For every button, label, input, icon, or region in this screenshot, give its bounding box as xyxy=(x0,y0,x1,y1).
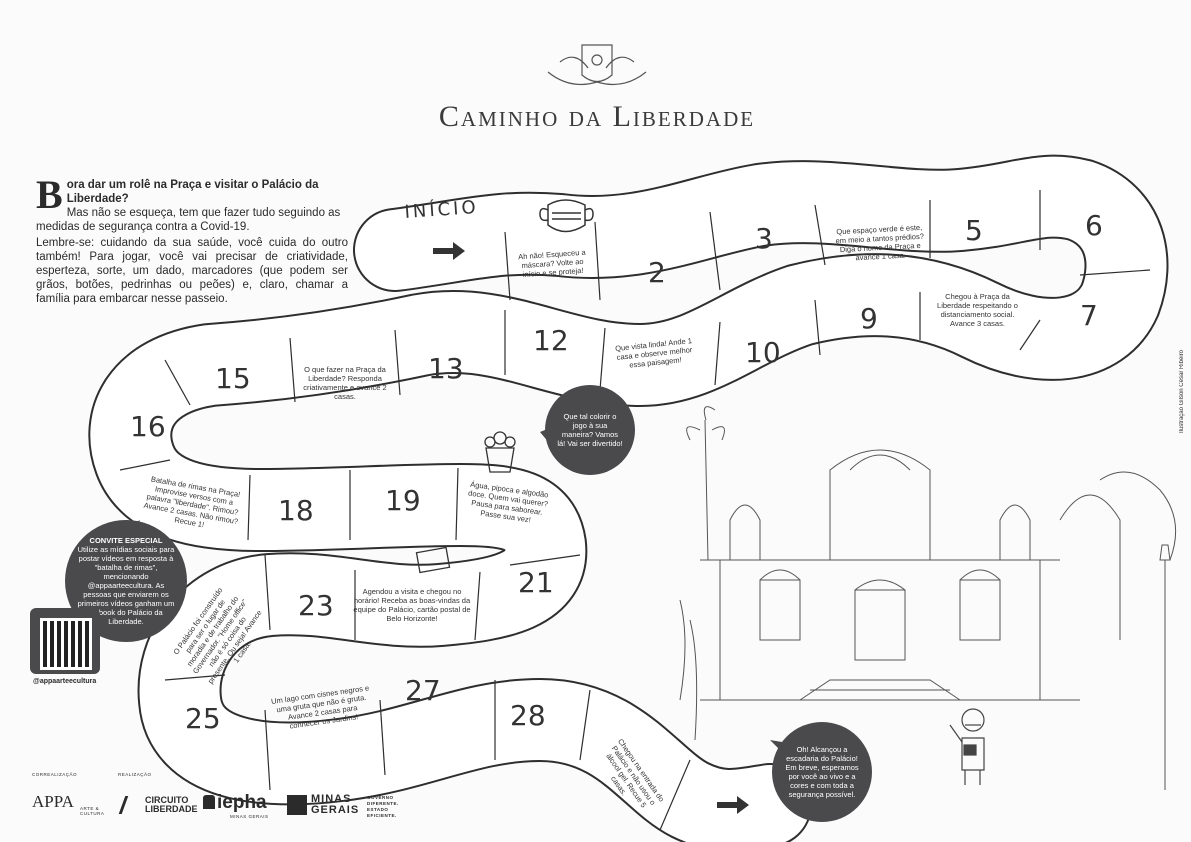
card-distancing: Chegou à Praça da Liberdade respeitando … xyxy=(937,292,1018,328)
iepha-sub: MINAS GERAIS xyxy=(230,814,269,819)
minas-line1: MINAS xyxy=(311,793,352,805)
circuito-line1: CIRCUITO xyxy=(145,795,189,805)
palace-illustration xyxy=(679,406,1177,790)
visitor-figure-icon xyxy=(949,708,985,785)
square-15: 15 xyxy=(215,362,251,395)
square-2: 2 xyxy=(648,256,666,289)
mask-icon xyxy=(539,199,594,233)
square-28: 28 xyxy=(510,699,546,732)
square-10: 10 xyxy=(745,336,781,369)
card-green-space: Que espaço verde é este, em meio a tanto… xyxy=(835,222,925,263)
intro-lembre: Lembre-se: cuidando da sua saúde, você c… xyxy=(36,237,348,305)
square-21: 21 xyxy=(518,566,554,599)
square-6: 6 xyxy=(1085,209,1103,242)
iepha-logo: iepha xyxy=(217,792,267,813)
ticket-icon xyxy=(415,546,451,574)
start-label: INÍCIO xyxy=(404,196,479,223)
card-mask: Ah não! Esqueceu a máscara? Volte ao iní… xyxy=(517,247,586,280)
illustration-credit: Ilustração Gilson César Ribeiro xyxy=(1179,350,1185,434)
circuito-logo: CIRCUITO LIBERDADE xyxy=(145,796,198,814)
square-5: 5 xyxy=(965,214,983,247)
intro-line2: Mas não se esqueça, tem que fazer tudo s… xyxy=(36,207,341,233)
square-12: 12 xyxy=(533,324,569,357)
minas-logo: MINAS GERAIS xyxy=(311,794,359,816)
square-19: 19 xyxy=(385,484,421,517)
bubble-final: Oh! Alcançou a escadaria do Palácio! Em … xyxy=(772,722,872,822)
popcorn-icon xyxy=(484,431,516,473)
social-handle[interactable]: @appaarteecultura xyxy=(33,678,97,685)
minas-icon xyxy=(287,795,307,815)
square-23: 23 xyxy=(298,589,334,622)
appa-sub: ARTE & CULTURA xyxy=(80,806,105,816)
square-3: 3 xyxy=(755,222,773,255)
page-title: Caminho da Liberdade xyxy=(438,100,756,133)
square-25: 25 xyxy=(185,702,221,735)
start-arrow-icon xyxy=(433,242,465,260)
card-welcome: Agendou a visita e chegou no horário! Re… xyxy=(353,587,471,623)
governo-slogan: GOVERNO DIFERENTE. ESTADO EFICIENTE. xyxy=(367,795,399,818)
card-what-to-do: O que fazer na Praça da Liberdade? Respo… xyxy=(303,365,387,401)
minas-line2: GERAIS xyxy=(311,804,360,816)
square-27: 27 xyxy=(405,674,441,707)
realizacao-label: REALIZAÇÃO xyxy=(118,772,152,777)
square-9: 9 xyxy=(860,302,878,335)
invite-text: Utilize as mídias sociais para postar ví… xyxy=(77,545,175,626)
circuito-line2: LIBERDADE xyxy=(145,804,198,814)
finish-arrow-icon xyxy=(717,796,749,814)
iepha-icon xyxy=(203,795,215,809)
qr-code-icon[interactable] xyxy=(40,618,92,670)
intro-dropcap: B xyxy=(36,172,63,217)
board-path xyxy=(88,154,1169,842)
corealizacao-label: CORREALIZAÇÃO xyxy=(32,772,78,777)
crest-logo xyxy=(547,44,647,85)
square-dividers xyxy=(119,190,1151,831)
square-18: 18 xyxy=(278,494,314,527)
square-16: 16 xyxy=(130,410,166,443)
intro-headline: ora dar um rolê na Praça e visitar o Pal… xyxy=(66,179,319,205)
square-13: 13 xyxy=(428,352,464,385)
invite-title: CONVITE ESPECIAL xyxy=(89,536,163,545)
square-7: 7 xyxy=(1080,299,1098,332)
bubble-color: Que tal colorir o jogo à sua maneira? Va… xyxy=(545,385,635,475)
appa-logo: APPA xyxy=(32,792,74,811)
